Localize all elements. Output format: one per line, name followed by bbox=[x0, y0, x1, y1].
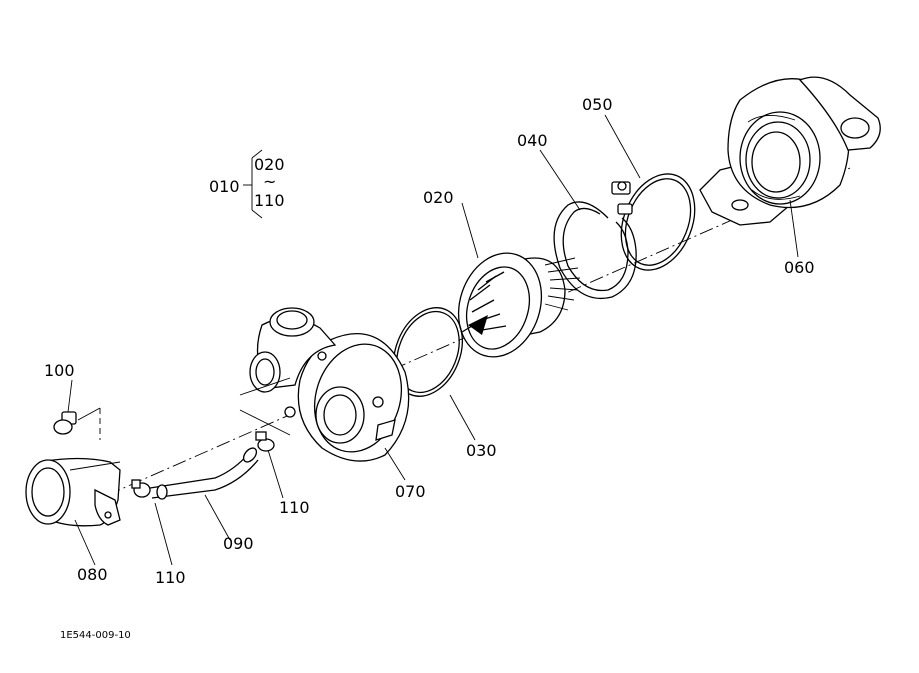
drawing-code: 1E544-009-10 bbox=[60, 630, 131, 641]
label-110-lower-clamp: 110 bbox=[155, 568, 186, 587]
label-030: 030 bbox=[466, 441, 497, 460]
leader-lines bbox=[67, 114, 799, 566]
label-060: 060 bbox=[784, 258, 815, 277]
label-tilde: ~ bbox=[263, 172, 276, 191]
range-bracket bbox=[243, 149, 263, 219]
snap-ring-040 bbox=[553, 201, 637, 299]
hose-clamp-110-upper bbox=[255, 431, 275, 452]
turbine-housing-070 bbox=[239, 307, 410, 462]
label-090: 090 bbox=[223, 534, 254, 553]
label-110-upper-clamp: 110 bbox=[279, 498, 310, 517]
o-ring-030 bbox=[393, 307, 463, 397]
oil-hose-090 bbox=[149, 447, 259, 500]
label-040: 040 bbox=[517, 131, 548, 150]
plug-100 bbox=[53, 407, 101, 440]
part-labels: 010 020 ~ 110 020 030 040 050 060 070 08… bbox=[44, 95, 815, 587]
bearing-housing-060 bbox=[699, 76, 881, 226]
label-080: 080 bbox=[77, 565, 108, 584]
label-050: 050 bbox=[582, 95, 613, 114]
clamp-050 bbox=[611, 173, 696, 271]
cartridge-020 bbox=[457, 252, 581, 358]
label-070: 070 bbox=[395, 482, 426, 501]
label-020-range: 020 bbox=[254, 155, 285, 174]
label-020: 020 bbox=[423, 188, 454, 207]
hose-clamp-110-lower bbox=[131, 479, 151, 498]
label-110-range: 110 bbox=[254, 191, 285, 210]
label-100: 100 bbox=[44, 361, 75, 380]
pipe-elbow-080 bbox=[25, 457, 121, 527]
label-010: 010 bbox=[209, 177, 240, 196]
